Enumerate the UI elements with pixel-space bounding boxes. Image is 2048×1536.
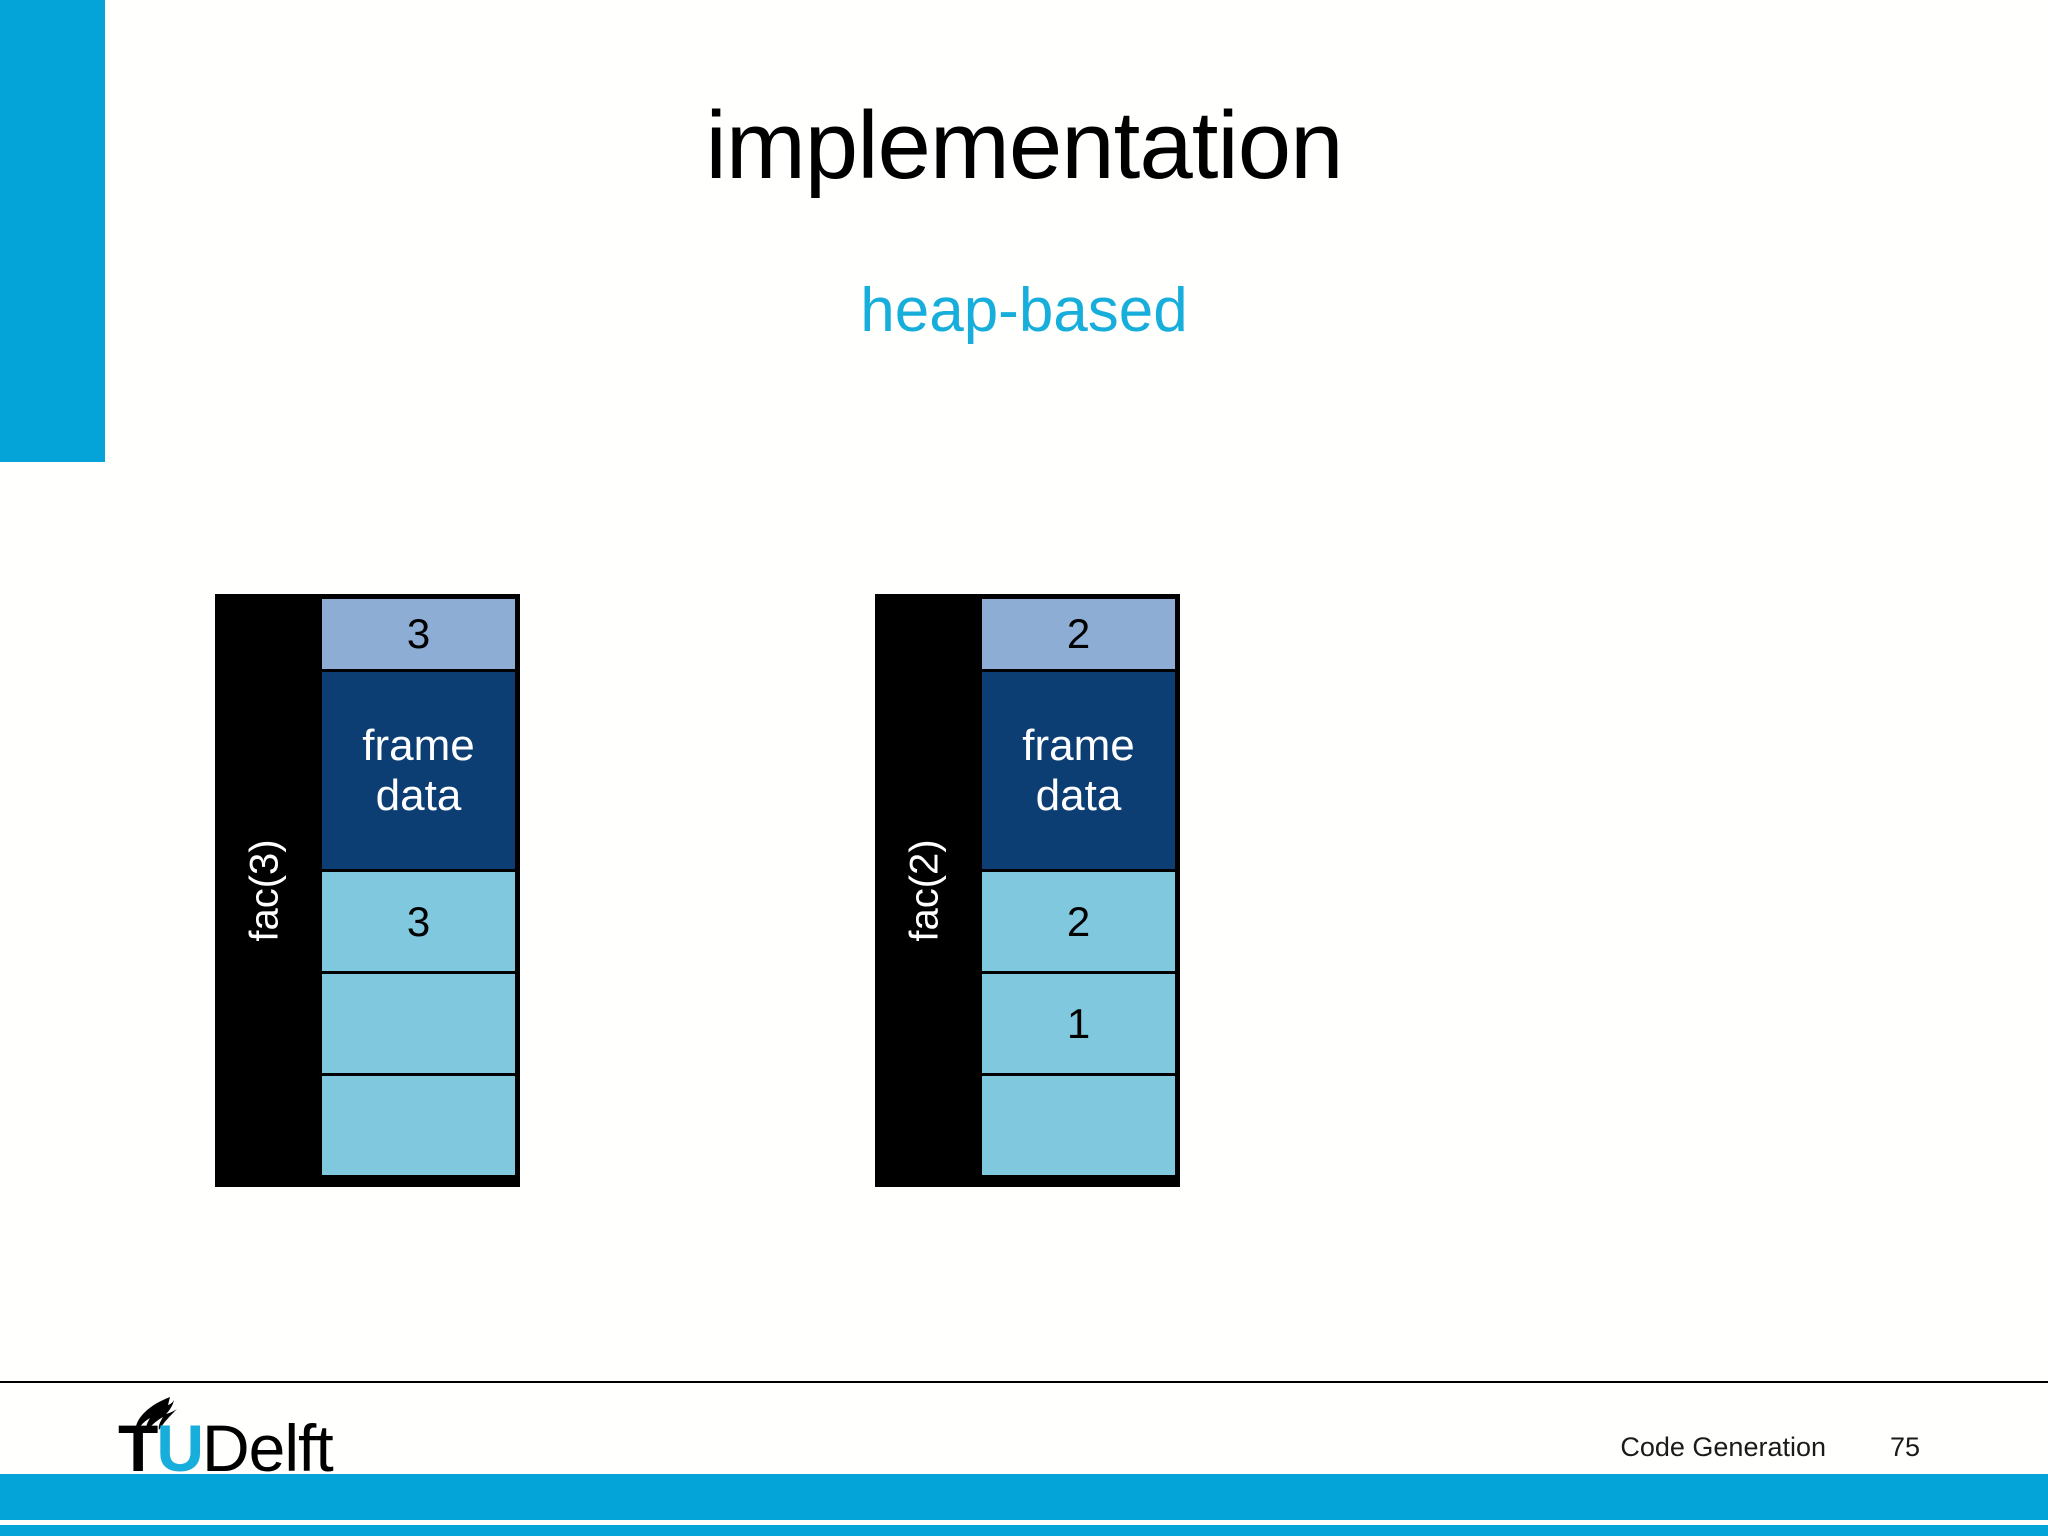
logo-word-delft: Delft [202, 1411, 334, 1485]
frame-data-line-1: frame [1022, 721, 1135, 771]
bottom-accent-bar-lower [0, 1525, 2048, 1536]
frame-data-line-2: data [375, 770, 462, 820]
page-subtitle: heap-based [860, 276, 1188, 345]
frame-cell-slot-1: 3 [319, 869, 518, 974]
frame-cell-argument: 3 [319, 596, 518, 672]
frame-block-fac2: fac(2) 2 frame data 2 1 [875, 594, 1180, 1187]
frame-cell-argument: 2 [979, 596, 1178, 672]
footer-page-number: 75 [1890, 1432, 1921, 1462]
footer-course-title: Code Generation [1620, 1432, 1826, 1462]
logo-wordmark: TUDelft [118, 1415, 334, 1481]
frame-cell-list: 3 frame data 3 [319, 596, 518, 1185]
frame-label-text: fac(2) [902, 839, 947, 942]
frame-cell-slot-2: 1 [979, 971, 1178, 1076]
frame-cell-value: 2 [1066, 897, 1091, 945]
footer-divider [0, 1381, 2048, 1383]
flame-icon [135, 1397, 177, 1435]
frame-cell-slot-1: 2 [979, 869, 1178, 974]
tudelft-logo: TUDelft [118, 1397, 458, 1481]
frame-label-text: fac(3) [242, 839, 287, 942]
frame-cell-slot-3 [319, 1073, 518, 1178]
footer-meta: Code Generation 75 [1248, 1432, 2048, 1463]
accent-corner-block [0, 0, 105, 462]
logo-letter-u: U [156, 1411, 204, 1485]
frame-cell-value: 2 [1066, 610, 1091, 657]
frame-cell-slot-2 [319, 971, 518, 1076]
logo-letter-t: T [118, 1411, 158, 1485]
frame-cell-value: 3 [406, 897, 431, 945]
frame-cell-list: 2 frame data 2 1 [979, 596, 1178, 1185]
frame-block-fac3: fac(3) 3 frame data 3 [215, 594, 520, 1187]
frame-label-fac2: fac(2) [875, 594, 975, 1187]
frame-data-line-2: data [1035, 770, 1122, 820]
frame-cell-value: 1 [1066, 999, 1091, 1047]
frame-cell-value: 3 [406, 610, 431, 657]
bottom-accent-bar-upper [0, 1474, 2048, 1520]
frame-data-line-1: frame [362, 721, 475, 771]
frame-label-fac3: fac(3) [215, 594, 315, 1187]
page-title: implementation [705, 92, 1344, 199]
frame-cell-frame-data: frame data [979, 669, 1178, 872]
frame-cell-frame-data: frame data [319, 669, 518, 872]
frame-cell-slot-3 [979, 1073, 1178, 1178]
